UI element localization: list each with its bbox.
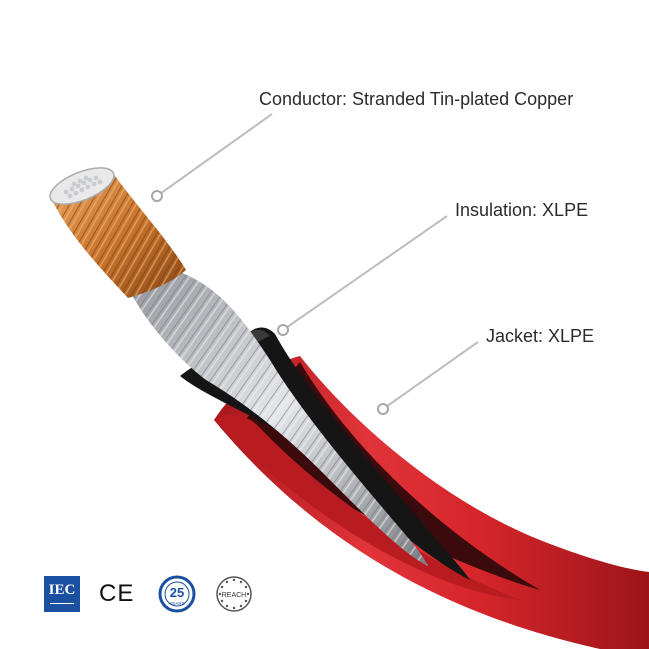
jacket-inner-edge [214,415,520,600]
dot-jacket [377,403,389,415]
leader-insulation [282,215,448,331]
ce-mark: CE [99,580,135,607]
leader-jacket [382,341,479,410]
leader-dots [151,190,389,415]
conductor-label: Conductor: Stranded Tin-plated Copper [259,89,574,109]
insulation-label: Insulation: XLPE [455,200,589,220]
warranty-unit: YEARS [169,601,184,606]
reach-text: REACH [222,592,247,599]
leader-lines [156,113,479,410]
reach-badge: REACH [216,576,252,612]
iec-logo: IEC [44,576,80,612]
strand-ends [63,175,103,199]
warranty-number: 25 [170,585,184,600]
warranty-badge: 25 YEARS [158,575,196,613]
dot-conductor [151,190,163,202]
iec-logo-rule [50,603,74,604]
jacket-label: Jacket: XLPE [486,326,595,346]
dot-insulation [277,324,289,336]
iec-logo-text: IEC [48,582,76,598]
leader-conductor [156,113,273,197]
